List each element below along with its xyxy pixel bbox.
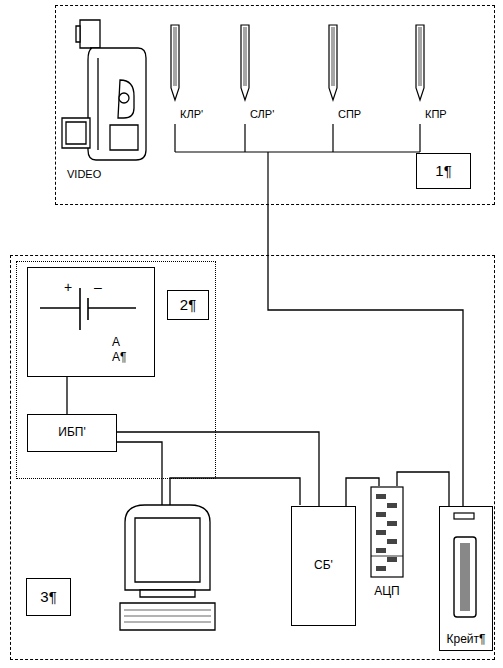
wire-connector [268,205,463,506]
card-chip [387,539,397,544]
video-camera-part [119,93,129,103]
card-chip [387,521,397,526]
probe-symbols [171,25,424,100]
card-chip [376,530,386,535]
terminal-label: A [112,336,120,349]
block-label: АЦП [359,585,415,598]
region-frame: 2¶ + – A A¶ ИБП' [16,261,216,479]
crate-indicator [454,513,474,519]
video-camera-part [118,80,134,118]
crate-box: Крейт¶ [439,506,493,651]
polarity-sign: + [64,280,72,295]
probe-label: СЛР' [249,108,275,120]
probe-symbols-part [416,25,424,100]
callout-number: 2¶ [167,290,209,320]
system-unit-box: СБ' [291,506,356,626]
terminal-label: A¶ [112,351,126,364]
card-chip [376,566,386,571]
crate-slot-fill [460,543,470,611]
polarity-sign: – [94,280,102,295]
block-label: ИБП' [28,426,116,439]
ups-box: ИБП' [27,414,117,452]
video-camera-part [62,118,90,148]
adc-card-symbol [369,486,405,580]
probe-symbols-part [329,25,337,100]
video-camera-part [76,26,80,42]
computer-part [135,518,200,582]
video-camera-part [80,20,100,48]
battery-plate [79,288,81,330]
probe-bus-wire [175,124,420,205]
probe-symbols-part [174,27,421,86]
card-chip [376,512,386,517]
video-camera-part [66,122,86,144]
video-camera-part [97,58,98,150]
card-chip [387,503,397,508]
computer-part [140,590,195,597]
battery-box: + – A A¶ [27,267,155,377]
battery-plate [87,298,89,320]
block-label: Крейт¶ [440,633,492,646]
probe-label: СПР [337,108,362,120]
card-chip [387,557,397,562]
adc-card: АЦП [369,486,405,598]
block-label: СБ' [292,559,355,572]
card-chip [376,494,386,499]
crate-symbol [440,507,491,649]
card-chip [376,548,386,553]
battery-symbol [28,268,153,375]
card-edge [371,556,403,557]
wire-connector [397,472,449,506]
power-and-bus-wires-part [170,478,300,505]
computer-part [120,603,215,630]
callout-number: 1¶ [416,153,471,189]
video-camera-part [88,48,146,160]
computer-part [125,505,210,590]
computer [120,505,215,630]
region-frame: 3¶ 2¶ + – A A¶ ИБП' СБ' АЦП Крейт¶ [10,255,495,660]
probe-label: КПР [424,108,448,120]
probe-bus-wire-part [175,124,420,205]
crate-slot [454,537,476,617]
computer-part [124,610,211,622]
probe-label: КЛР' [179,108,204,120]
probe-symbols-part [241,25,249,100]
region-frame: 1¶ [55,5,495,205]
probe-symbols-part [171,25,179,100]
wire-connector [117,432,319,506]
wire-connector [66,377,67,414]
card-outline [371,487,403,577]
camera-label: VIDEO [66,168,102,180]
video-camera [62,20,146,160]
video-camera-part [110,125,138,150]
power-and-bus-wires [105,442,300,505]
callout-number: 3¶ [26,578,71,616]
